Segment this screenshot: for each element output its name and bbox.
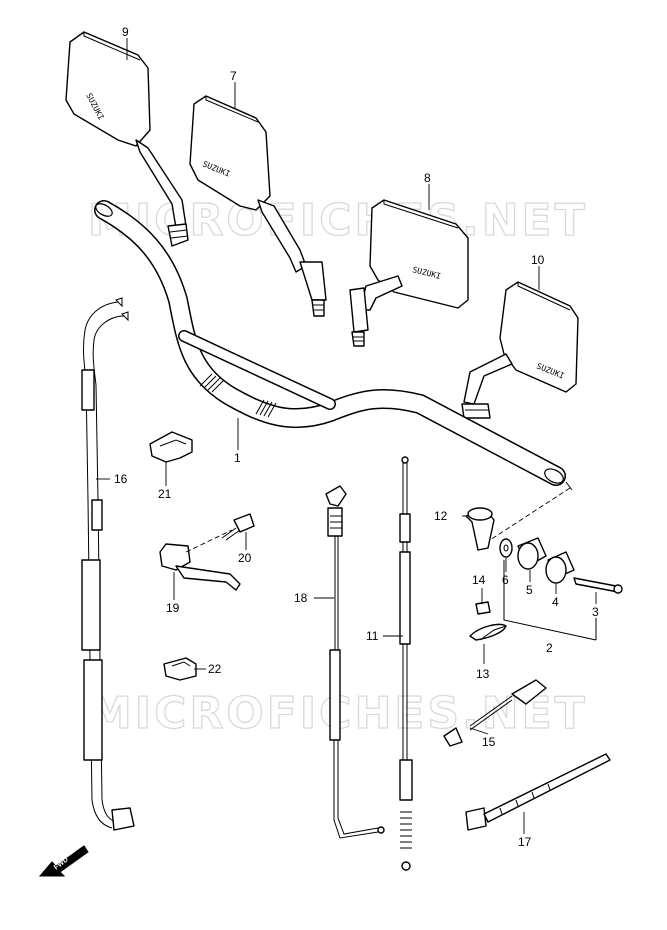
- callout-14: 14: [472, 573, 486, 587]
- callout-21: 21: [158, 487, 172, 501]
- mirror-center-right[interactable]: SUZUKI: [349, 199, 469, 347]
- bracket-19[interactable]: [159, 543, 241, 591]
- leader-lines: [96, 38, 597, 834]
- grip-12[interactable]: [465, 507, 495, 551]
- bar-end-assembly[interactable]: [499, 537, 623, 594]
- fwd-arrow: FWD: [38, 845, 89, 877]
- throttle-cable[interactable]: [81, 297, 135, 831]
- callout-13: 13: [476, 667, 490, 681]
- callout-15: 15: [482, 735, 496, 749]
- cable-tie-17[interactable]: [465, 753, 611, 831]
- callout-7: 7: [230, 69, 237, 83]
- clip-22[interactable]: [163, 657, 197, 681]
- clutch-cable[interactable]: [325, 485, 385, 839]
- callout-17: 17: [518, 835, 532, 849]
- assembly-lines: [185, 481, 597, 641]
- watermark-top: MICROFICHES.NET: [88, 195, 588, 246]
- spring-13[interactable]: [469, 623, 507, 641]
- callout-labels: 9 7 8 10 1 16 21 20 19 22 18 11 12 14 6 …: [114, 25, 599, 849]
- callout-16: 16: [114, 472, 128, 486]
- callout-18: 18: [294, 591, 308, 605]
- mirror-right[interactable]: SUZUKI: [461, 281, 579, 419]
- bolt-20[interactable]: [221, 513, 255, 541]
- mirror-left[interactable]: SUZUKI: [65, 31, 189, 247]
- callout-1: 1: [234, 451, 241, 465]
- switch-15[interactable]: [443, 679, 547, 747]
- callout-20: 20: [238, 551, 252, 565]
- clamp-21[interactable]: [149, 431, 193, 463]
- callout-11: 11: [366, 629, 379, 643]
- callout-5: 5: [526, 583, 533, 597]
- callout-6: 6: [502, 573, 509, 587]
- callout-4: 4: [552, 595, 559, 609]
- callout-12: 12: [434, 509, 448, 523]
- callout-9: 9: [122, 25, 129, 39]
- callout-3: 3: [592, 605, 599, 619]
- screw-14[interactable]: [475, 601, 491, 615]
- callout-10: 10: [531, 253, 545, 267]
- callout-22: 22: [208, 662, 222, 676]
- callout-8: 8: [424, 171, 431, 185]
- callout-19: 19: [166, 601, 180, 615]
- handlebar[interactable]: [94, 200, 566, 486]
- brake-cable[interactable]: [399, 456, 413, 871]
- callout-2: 2: [546, 641, 553, 655]
- mirror-center-left[interactable]: SUZUKI: [189, 95, 327, 317]
